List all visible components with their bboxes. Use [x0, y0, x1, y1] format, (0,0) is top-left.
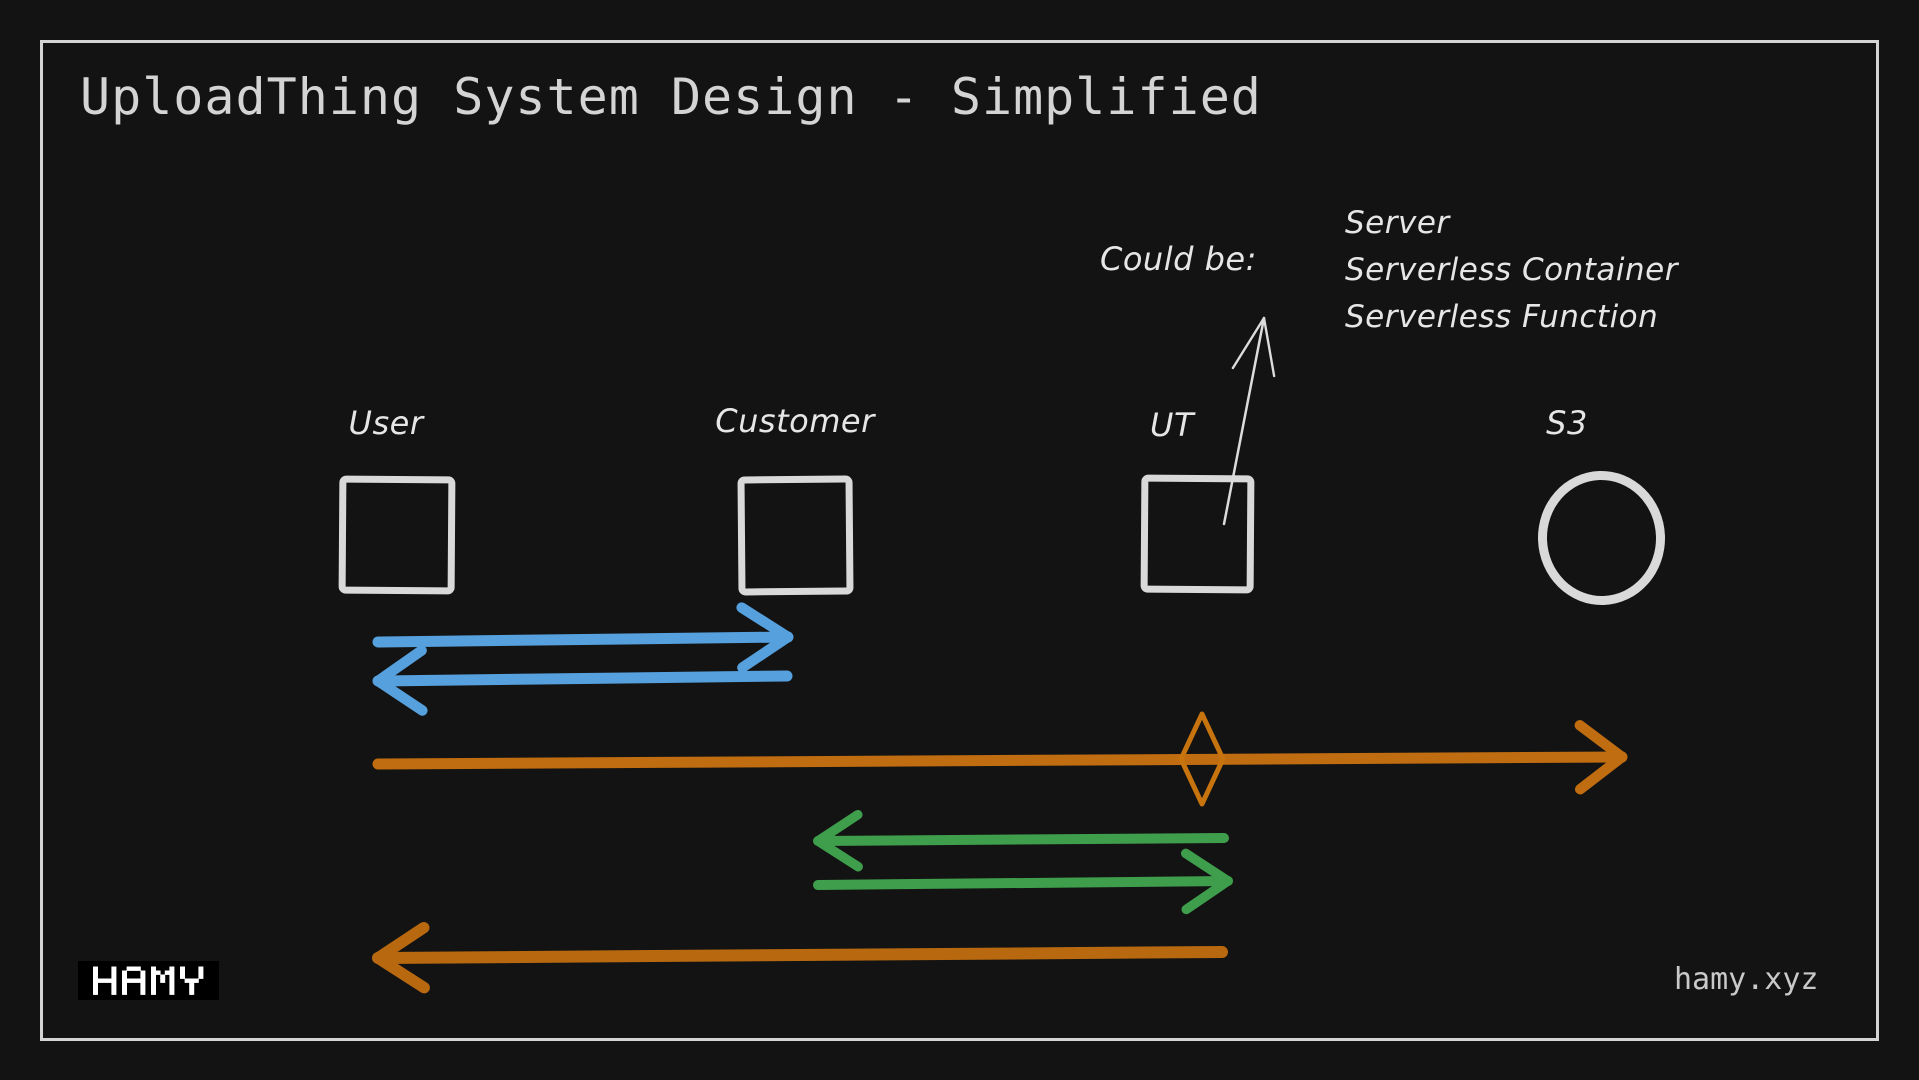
frame-border	[40, 40, 1879, 1041]
ut-annotation-arrow	[1222, 316, 1276, 526]
annotation-option-serverless-container: Serverless Container	[1345, 252, 1678, 288]
node-label-customer: Customer	[715, 402, 875, 440]
customer-to-ut-arrow	[813, 848, 1233, 915]
page-title: UploadThing System Design - Simplified	[80, 68, 1262, 126]
user-to-customer-arrow	[372, 602, 794, 673]
site-url: hamy.xyz	[1674, 962, 1819, 997]
ut-diamond-marker	[1178, 711, 1226, 807]
user-to-s3-arrow	[372, 720, 1628, 795]
node-label-user: User	[348, 404, 424, 442]
node-label-s3: S3	[1546, 404, 1588, 442]
hamy-logo	[78, 961, 219, 1000]
node-label-ut: UT	[1150, 406, 1194, 444]
ut-to-customer-arrow	[813, 809, 1229, 872]
annotation-option-serverless-function: Serverless Function	[1345, 299, 1659, 335]
return-to-user-arrow	[372, 921, 1228, 994]
annotation-options-list: Server Serverless Container Serverless F…	[1345, 200, 1678, 341]
annotation-could-be-label: Could be:	[1100, 240, 1257, 278]
customer-to-user-arrow	[372, 645, 793, 716]
annotation-option-server: Server	[1345, 205, 1450, 241]
